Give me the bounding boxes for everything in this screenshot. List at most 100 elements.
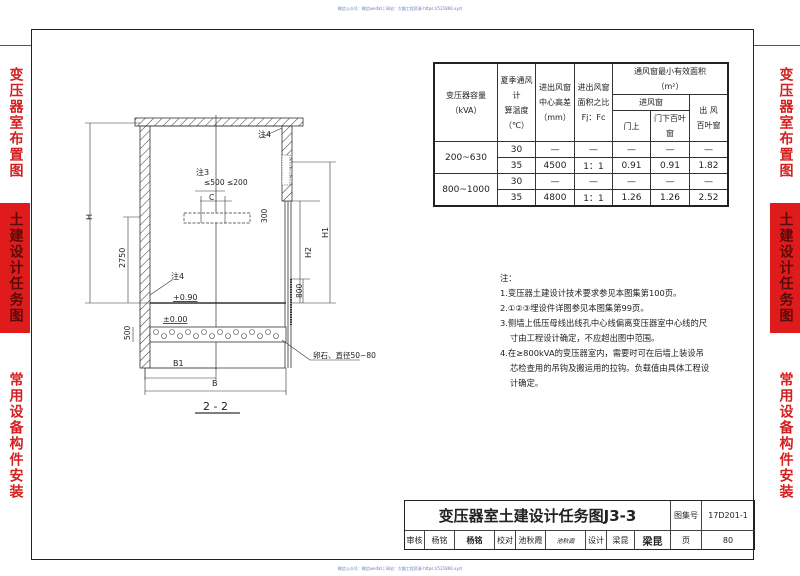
cell: — bbox=[689, 173, 729, 190]
label-h: H bbox=[85, 214, 94, 220]
table-row: 800~1000 30 — — — — — bbox=[433, 173, 729, 207]
notes: 注： 1.变压器土建设计技术要求参见本图集第100页。 2.①②③埋设件详图参见… bbox=[500, 271, 709, 391]
note-item: 2.①②③埋设件详图参见本图集第99页。 bbox=[500, 303, 649, 313]
table-row: 35 4500 1：1 0.91 0.91 1.82 bbox=[434, 157, 729, 174]
watermark-bottom: 微信公众号：微信weifat | 网站：大猫工程资源 https://52186… bbox=[337, 566, 463, 571]
divider bbox=[754, 45, 800, 46]
side-tab-left-equipment[interactable]: 常用设备构件安装 bbox=[0, 338, 30, 533]
cell: — bbox=[650, 141, 690, 158]
designer: 梁昆 bbox=[607, 531, 635, 549]
header-capacity: 变压器容量（kVA） bbox=[433, 62, 498, 142]
review-label: 审核 bbox=[405, 531, 425, 549]
cell: — bbox=[650, 173, 690, 190]
label-dim-200: ≤200 bbox=[227, 178, 248, 187]
cell: 4800 bbox=[535, 189, 575, 207]
cell: 1：1 bbox=[574, 157, 613, 174]
reviewer: 杨铭 bbox=[425, 531, 455, 549]
checker-signature: 池秋霞 bbox=[546, 531, 586, 549]
cell: — bbox=[574, 173, 613, 190]
header-text: 进出风窗 bbox=[577, 83, 610, 92]
label-h1: H1 bbox=[321, 227, 330, 238]
header-text: 夏季通风计 bbox=[500, 75, 533, 100]
cell: 35 bbox=[497, 189, 536, 207]
cell: 1.26 bbox=[612, 189, 651, 207]
label-note3: 注3 bbox=[196, 167, 209, 177]
cell: — bbox=[612, 141, 651, 158]
label-elev-090: +0.90 bbox=[173, 293, 198, 302]
notes-title: 注： bbox=[500, 273, 517, 283]
header-text: （℃） bbox=[504, 120, 529, 130]
header-text: 出 风 bbox=[699, 106, 718, 115]
cell-capacity: 200~630 bbox=[433, 141, 498, 174]
label-elev-000: ±0.00 bbox=[163, 315, 188, 324]
section-label: 2 - 2 bbox=[203, 400, 228, 413]
side-tab-left-civil[interactable]: 土建设计任务图 bbox=[0, 203, 30, 333]
header-door-bottom: 门下百叶窗 bbox=[650, 110, 690, 142]
reviewer-signature: 杨铭 bbox=[455, 531, 495, 549]
cell: 30 bbox=[497, 173, 536, 190]
side-tab-label: 常用设备构件安装 bbox=[777, 371, 794, 500]
cell: 0.91 bbox=[612, 157, 651, 174]
side-tab-label: 变压器室布置图 bbox=[777, 67, 794, 179]
side-tab-right-equipment[interactable]: 常用设备构件安装 bbox=[770, 338, 800, 533]
header-text: 算温度 bbox=[504, 105, 529, 115]
cell: 4500 bbox=[535, 157, 575, 174]
label-dim-2750: 2750 bbox=[118, 248, 127, 268]
cell-capacity: 800~1000 bbox=[433, 173, 498, 207]
note-item: 1.变压器土建设计技术要求参见本图集第100页。 bbox=[500, 288, 682, 298]
cell: 1：1 bbox=[574, 189, 613, 207]
label-h2: H2 bbox=[304, 247, 313, 258]
note-item: 寸由工程设计确定，不应超出图中范围。 bbox=[510, 333, 660, 343]
check-label: 校对 bbox=[495, 531, 516, 549]
header-text: 进出风窗 bbox=[539, 83, 571, 92]
header-area-ratio: 进出风窗 面积之比 Fj：Fc bbox=[574, 62, 613, 142]
title-block: 变压器室土建设计任务图J3-3 图集号 17D201-1 审核 杨铭 杨铭 校对… bbox=[404, 500, 755, 550]
header-text: Fj：Fc bbox=[581, 113, 606, 122]
note-item: 4.在≥800kVA的变压器室内，需要时可在后墙上装设吊 bbox=[500, 348, 704, 358]
label-dim-500: ≤500 bbox=[204, 178, 225, 187]
header-text: 百叶窗 bbox=[696, 121, 721, 130]
divider bbox=[0, 45, 31, 46]
table-row: 35 4800 1：1 1.26 1.26 2.52 bbox=[434, 189, 729, 207]
header-text: （m²） bbox=[656, 82, 684, 91]
header-height-diff: 进出风窗 中心高差 （mm） bbox=[535, 62, 575, 142]
label-dim-500-gravel: 500 bbox=[123, 325, 132, 340]
page-label: 页 bbox=[671, 531, 702, 549]
atlas-label: 图集号 bbox=[671, 501, 702, 531]
cell: 30 bbox=[497, 141, 536, 158]
cell: 0.91 bbox=[650, 157, 690, 174]
cell: — bbox=[612, 173, 651, 190]
side-tab-right-civil[interactable]: 土建设计任务图 bbox=[770, 203, 800, 333]
side-tab-label: 土建设计任务图 bbox=[777, 212, 794, 324]
label-b1: B1 bbox=[173, 359, 184, 368]
cell: 2.52 bbox=[689, 189, 729, 207]
table-row: 200~630 30 — — — — — bbox=[433, 141, 729, 174]
checker: 池秋霞 bbox=[516, 531, 546, 549]
header-text: 通风窗最小有效面积 bbox=[634, 67, 706, 76]
header-text: 中心高差 bbox=[539, 98, 571, 107]
label-note4-mid: 注4 bbox=[171, 271, 184, 281]
side-tab-label: 变压器室布置图 bbox=[7, 67, 24, 179]
side-tab-right-layout[interactable]: 变压器室布置图 bbox=[770, 48, 800, 198]
cell: — bbox=[574, 141, 613, 158]
label-note4-top: 注4 bbox=[258, 129, 271, 139]
header-temp: 夏季通风计 算温度 （℃） bbox=[497, 62, 536, 142]
cell: — bbox=[689, 141, 729, 158]
cell: 35 bbox=[497, 157, 536, 174]
header-min-area: 通风窗最小有效面积 （m²） bbox=[612, 62, 729, 95]
note-item: 计确定。 bbox=[510, 378, 544, 388]
note-item: 芯检查用的吊钩及搬运用的拉钩。负载值由具体工程设 bbox=[510, 363, 710, 373]
side-tab-label: 土建设计任务图 bbox=[7, 212, 24, 324]
label-b: B bbox=[212, 379, 218, 388]
atlas-number: 17D201-1 bbox=[702, 501, 754, 531]
drawing-title: 变压器室土建设计任务图J3-3 bbox=[405, 501, 671, 531]
note-item: 3.侧墙上低压母线出线孔中心线偏离变压器室中心线的尺 bbox=[500, 318, 708, 328]
side-tab-left-layout[interactable]: 变压器室布置图 bbox=[0, 48, 30, 198]
header-outlet: 出 风 百叶窗 bbox=[689, 94, 729, 142]
cell: 1.26 bbox=[650, 189, 690, 207]
ventilation-table: 变压器容量（kVA） 夏季通风计 算温度 （℃） 进出风窗 中心高差 （mm） … bbox=[433, 62, 729, 207]
cell: — bbox=[535, 173, 575, 190]
cell: 1.82 bbox=[689, 157, 729, 174]
cell: — bbox=[535, 141, 575, 158]
